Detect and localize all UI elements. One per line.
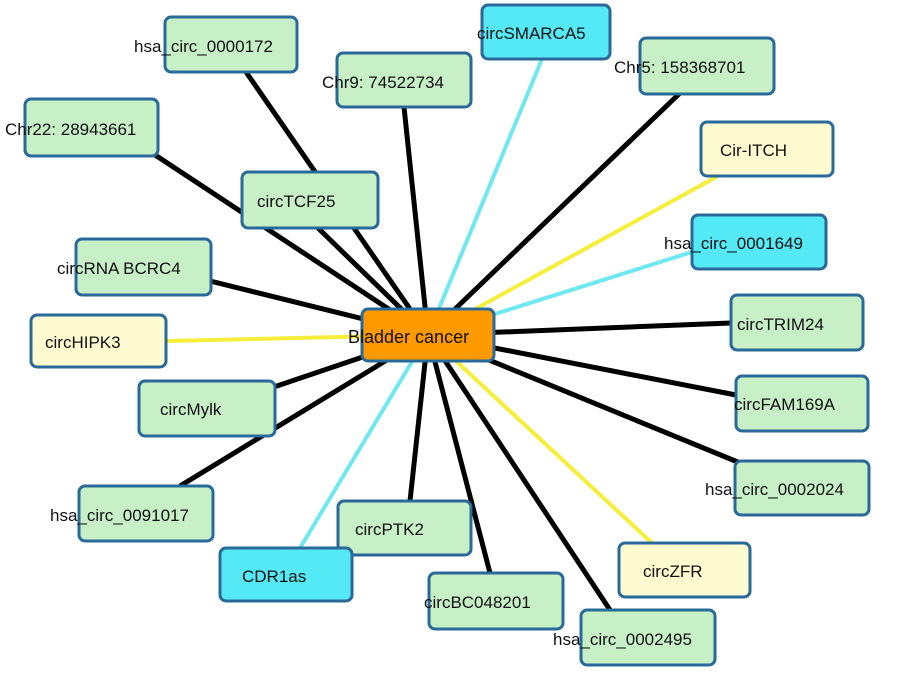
node-circptk2: circPTK2 — [336, 499, 473, 557]
node-label-circbc048201: circBC048201 — [424, 593, 531, 612]
node-box-hsa-circ-0091017 — [77, 484, 215, 543]
node-cdr1as: CDR1as — [218, 546, 354, 603]
edge-hsa-circ-0002495 — [425, 333, 613, 612]
node-label-circfam169a: circFAM169A — [734, 395, 836, 414]
node-box-hsa-circ-0002024 — [733, 459, 871, 517]
node-circsmarca5: circSMARCA5 — [477, 3, 612, 61]
node-box-circsmarca5 — [480, 3, 612, 61]
node-box-circptk2 — [336, 499, 473, 557]
node-circbc048201: circBC048201 — [424, 571, 565, 631]
node-label-circhipk3: circHIPK3 — [45, 333, 121, 352]
node-chr5-158368701: Chr5: 158368701 — [614, 36, 776, 96]
edge-cdr1as — [298, 333, 430, 550]
node-box-cdr1as — [218, 546, 354, 603]
node-label-hsa-circ-0091017: hsa_circ_0091017 — [50, 506, 189, 525]
node-hsa-circ-0001649: hsa_circ_0001649 — [664, 213, 828, 271]
node-box-circhipk3 — [29, 313, 168, 369]
node-circtcf25: circTCF25 — [240, 170, 380, 230]
node-box-hsa-circ-0002495 — [579, 608, 717, 667]
node-box-hsa-circ-0000172 — [163, 15, 299, 74]
node-label-circtcf25: circTCF25 — [257, 192, 335, 211]
node-chr22-28943661: Chr22: 28943661 — [5, 97, 160, 158]
node-circfam169a: circFAM169A — [734, 374, 870, 433]
node-box-hsa-circ-0001649 — [690, 213, 828, 271]
node-box-circtrim24 — [729, 293, 865, 352]
center-node-label: Bladder cancer — [348, 327, 469, 347]
node-box-chr9-74522734 — [335, 51, 473, 109]
node-label-circsmarca5: circSMARCA5 — [477, 24, 586, 43]
node-label-chr9-74522734: Chr9: 74522734 — [322, 73, 444, 92]
node-label-cdr1as: CDR1as — [242, 567, 306, 586]
node-chr9-74522734: Chr9: 74522734 — [322, 51, 473, 109]
node-box-circtcf25 — [240, 170, 380, 230]
edge-circptk2 — [407, 334, 431, 502]
node-hsa-circ-0002024: hsa_circ_0002024 — [705, 459, 871, 517]
node-box-chr22-28943661 — [23, 97, 160, 158]
node-label-cir-itch: Cir-ITCH — [720, 141, 787, 160]
node-label-hsa-circ-0001649: hsa_circ_0001649 — [664, 234, 803, 253]
node-circhipk3: circHIPK3 — [29, 313, 168, 369]
node-box-circzfr — [617, 541, 752, 599]
node-circrna-bcrc4: circRNA BCRC4 — [57, 237, 213, 297]
node-label-circmylk: circMylk — [160, 400, 222, 419]
edge-chr9-74522734 — [401, 106, 431, 336]
center-node: Bladder cancer — [348, 307, 496, 363]
node-label-chr22-28943661: Chr22: 28943661 — [5, 120, 136, 139]
node-label-hsa-circ-0002024: hsa_circ_0002024 — [705, 480, 844, 499]
edge-circbc048201 — [425, 334, 493, 574]
edge-circsmarca5 — [426, 58, 544, 336]
node-box-circmylk — [137, 379, 277, 438]
node-hsa-circ-0002495: hsa_circ_0002495 — [553, 608, 717, 667]
node-box-circfam169a — [734, 374, 870, 433]
node-label-circtrim24: circTRIM24 — [737, 315, 824, 334]
node-label-hsa-circ-0000172: hsa_circ_0000172 — [134, 37, 273, 56]
node-label-circrna-bcrc4: circRNA BCRC4 — [57, 259, 181, 278]
node-hsa-circ-0091017: hsa_circ_0091017 — [50, 484, 215, 543]
node-label-circptk2: circPTK2 — [355, 520, 424, 539]
node-box-circrna-bcrc4 — [74, 237, 213, 297]
node-box-circbc048201 — [427, 571, 565, 631]
node-circtrim24: circTRIM24 — [729, 293, 865, 352]
node-box-chr5-158368701 — [638, 36, 776, 96]
node-circmylk: circMylk — [137, 379, 277, 438]
node-circzfr: circZFR — [617, 541, 752, 599]
node-label-hsa-circ-0002495: hsa_circ_0002495 — [553, 630, 692, 649]
node-hsa-circ-0000172: hsa_circ_0000172 — [134, 15, 299, 74]
node-box-cir-itch — [699, 120, 835, 178]
node-cir-itch: Cir-ITCH — [699, 120, 835, 178]
edge-circzfr — [426, 333, 654, 545]
node-label-circzfr: circZFR — [643, 562, 702, 581]
edge-chr5-158368701 — [426, 91, 682, 337]
edge-chr22-28943661 — [138, 142, 430, 338]
center-node-box — [360, 307, 496, 363]
node-label-chr5-158368701: Chr5: 158368701 — [614, 58, 745, 77]
